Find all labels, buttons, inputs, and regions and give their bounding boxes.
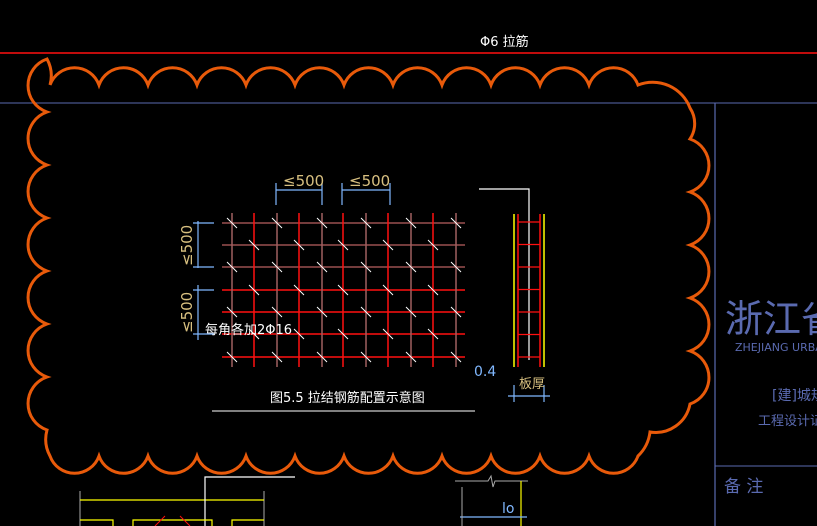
tie-bar-mark [316,351,328,363]
tie-bar-mark [293,328,305,340]
dim-left-2: ≤500 [178,292,196,333]
tie-bar-mark [271,217,283,229]
tie-bar-mark [405,261,417,273]
bottom-detail [79,476,295,526]
dimension-lines [193,183,550,402]
tie-bar-mark [316,217,328,229]
remarks-label: 备 注 [724,477,763,497]
tie-bar-mark [382,284,394,296]
tie-bar-mark [293,239,305,251]
tie-bar-mark [226,217,238,229]
tie-bar-mark [337,284,349,296]
value-label: 0.4 [474,364,496,380]
cert-line-2: 工程设计证 [758,414,817,429]
rebar-grid [222,213,465,367]
tie-bar-mark [337,328,349,340]
slab-thickness-label: 板厚 [519,377,545,392]
tie-bar-mark [248,328,260,340]
tie-bar-mark [405,351,417,363]
tie-bar-mark [271,306,283,318]
org-name-en: ZHEJIANG URBAN [735,341,817,354]
tie-bar-mark [360,351,372,363]
tie-bar-mark [382,328,394,340]
header-label: Φ6 拉筋 [480,34,529,50]
corner-note: 每角各加2Φ16 [205,322,292,338]
tie-bar-mark [316,306,328,318]
dim-left-1: ≤500 [178,225,196,266]
tie-bar-mark [450,306,462,318]
dim-top-2: ≤500 [349,172,390,190]
cert-line-1: [建]城规 [772,388,817,404]
figure-caption: 图5.5 拉结钢筋配置示意图 [270,390,425,406]
tie-bar-mark [293,284,305,296]
tie-bar-mark [360,217,372,229]
tie-bar-mark [226,306,238,318]
anchorage-label: lo [502,501,514,517]
tie-bar-mark [271,261,283,273]
tie-bar-mark [405,306,417,318]
tie-bar-mark [382,239,394,251]
tie-bar-mark [226,351,238,363]
tie-bar-mark [360,306,372,318]
revision-cloud[interactable] [26,57,711,475]
tie-bar-mark [405,217,417,229]
tie-bar-mark [427,284,439,296]
wall-section [479,188,545,367]
tie-bar-mark [248,239,260,251]
tie-bar-mark [450,217,462,229]
tie-bar-mark [248,284,260,296]
tie-bar-mark [427,328,439,340]
tie-bar-mark [226,261,238,273]
tie-bar-mark [271,351,283,363]
tie-bar-mark [360,261,372,273]
tie-bar-mark [450,261,462,273]
dim-top-1: ≤500 [283,172,324,190]
tie-bar-mark [337,239,349,251]
tie-bar-mark [316,261,328,273]
tie-bar-mark [450,351,462,363]
org-name-cn: 浙江省城乡 [725,297,817,341]
anchorage-dimension [455,474,528,526]
tie-bar-mark [427,239,439,251]
